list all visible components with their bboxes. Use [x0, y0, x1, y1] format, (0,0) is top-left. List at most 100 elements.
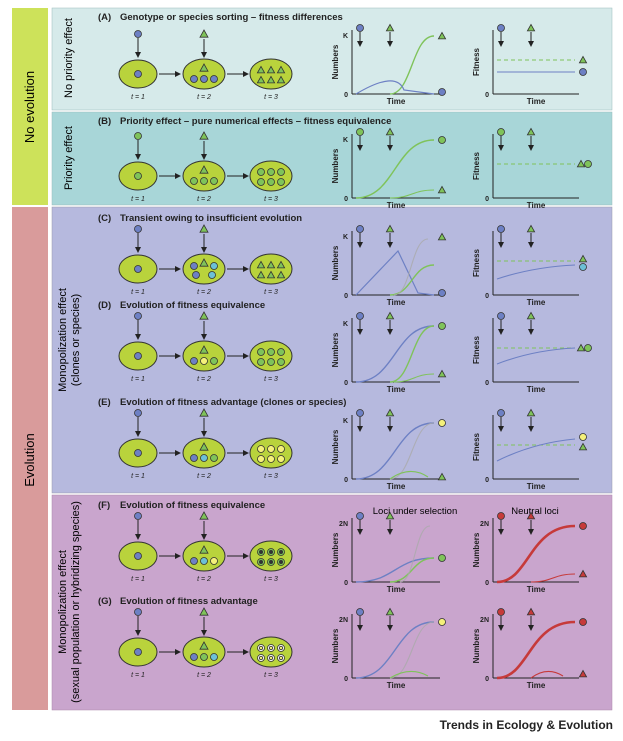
time-label: t = 2 [197, 576, 211, 583]
panels-fg-background [51, 494, 613, 711]
numbers-axis-label: Numbers [331, 44, 340, 79]
series-curve [355, 621, 435, 679]
triangle-node [256, 270, 266, 279]
immigrant-triangle [199, 511, 209, 520]
series-curve [389, 422, 435, 480]
time-axis-label: Time [527, 681, 546, 690]
ring-center [278, 646, 283, 651]
two-n-label: 2N [480, 521, 489, 528]
event1-node [356, 512, 364, 520]
time-label: t = 1 [131, 672, 145, 679]
event1-node [356, 312, 364, 320]
series-curve [389, 621, 435, 679]
time-axis-label: Time [527, 585, 546, 594]
no-evolution-label: No evolution [22, 71, 37, 143]
k-label: K [343, 418, 348, 425]
triangle-node [199, 258, 209, 267]
triangle-node [199, 442, 209, 451]
time-axis-label: Time [387, 97, 406, 106]
panel-letter: (F) [98, 500, 110, 511]
event1-node [497, 512, 505, 520]
fitness-axis-label: Fitness [472, 432, 481, 461]
priority-label: Priority effect [63, 126, 75, 190]
series-curve [355, 249, 435, 296]
panel-title: Priority effect – pure numerical effects… [120, 116, 391, 127]
triangle-node [199, 641, 209, 650]
blue-node [190, 75, 198, 83]
green-node [200, 177, 208, 185]
event2-triangle [526, 127, 536, 136]
blue-node [190, 262, 198, 270]
end-marker [579, 263, 587, 271]
event2-triangle [385, 23, 395, 32]
panel-b: (B)Priority effect – pure numerical effe… [98, 116, 592, 210]
panel-letter: (E) [98, 397, 111, 408]
triangle-node [266, 260, 276, 269]
blue-node [190, 454, 198, 462]
mixed-center [278, 550, 283, 555]
no-evolution-group-bar [12, 8, 48, 205]
time-label: t = 1 [131, 376, 145, 383]
event1-node [356, 409, 364, 417]
end-marker [438, 618, 446, 626]
event2-triangle [385, 127, 395, 136]
end-marker [438, 419, 446, 427]
panel-letter: (A) [98, 12, 111, 23]
zero-label: 0 [344, 293, 348, 300]
yellow-node [277, 455, 285, 463]
green-node [267, 168, 275, 176]
end-marker [579, 522, 587, 530]
immigrant-node [134, 30, 142, 38]
immigrant-triangle [199, 224, 209, 233]
end-marker [578, 442, 588, 451]
time-axis-label: Time [387, 681, 406, 690]
event1-node [497, 409, 505, 417]
time-label: t = 1 [131, 94, 145, 101]
numbers-axis-label: Numbers [331, 332, 340, 367]
green-node [257, 178, 265, 186]
time-label: t = 3 [264, 473, 278, 480]
panel-letter: (C) [98, 213, 111, 224]
k-label: K [343, 321, 348, 328]
cyan-node [210, 262, 218, 270]
immigrant-node [134, 409, 142, 417]
yellow-node [257, 455, 265, 463]
time-label: t = 1 [131, 289, 145, 296]
end-marker [438, 554, 446, 562]
header-neutral-loci: Neutral loci [511, 506, 559, 517]
numbers-axis-label: Numbers [472, 628, 481, 663]
green-node [277, 168, 285, 176]
yellow-node [267, 455, 275, 463]
triangle-node [276, 260, 286, 269]
event2-triangle [526, 23, 536, 32]
event1-node [497, 225, 505, 233]
time-label: t = 2 [197, 196, 211, 203]
ring-center [258, 646, 263, 651]
zero-label: 0 [485, 676, 489, 683]
fitness-axis-label: Fitness [472, 335, 481, 364]
end-marker [437, 369, 447, 378]
immigrant-node [134, 312, 142, 320]
zero-label: 0 [485, 293, 489, 300]
event1-node [356, 225, 364, 233]
end-marker [584, 344, 592, 352]
monopolization-sexual-label-2: (sexual population or hybridizing specie… [70, 501, 82, 703]
cyan-node [210, 653, 218, 661]
green-node [257, 168, 265, 176]
time-axis-label: Time [527, 482, 546, 491]
end-marker [578, 569, 588, 578]
end-marker [438, 88, 446, 96]
immigrant-triangle [199, 29, 209, 38]
triangle-node [199, 165, 209, 174]
zero-label: 0 [344, 380, 348, 387]
green-node [267, 358, 275, 366]
event1-node [356, 128, 364, 136]
time-axis-label: Time [387, 201, 406, 210]
triangle-node [199, 345, 209, 354]
end-marker [437, 472, 447, 481]
immigrant-triangle [199, 131, 209, 140]
end-marker [437, 185, 447, 194]
event1-node [356, 608, 364, 616]
cell-t3 [249, 58, 293, 90]
